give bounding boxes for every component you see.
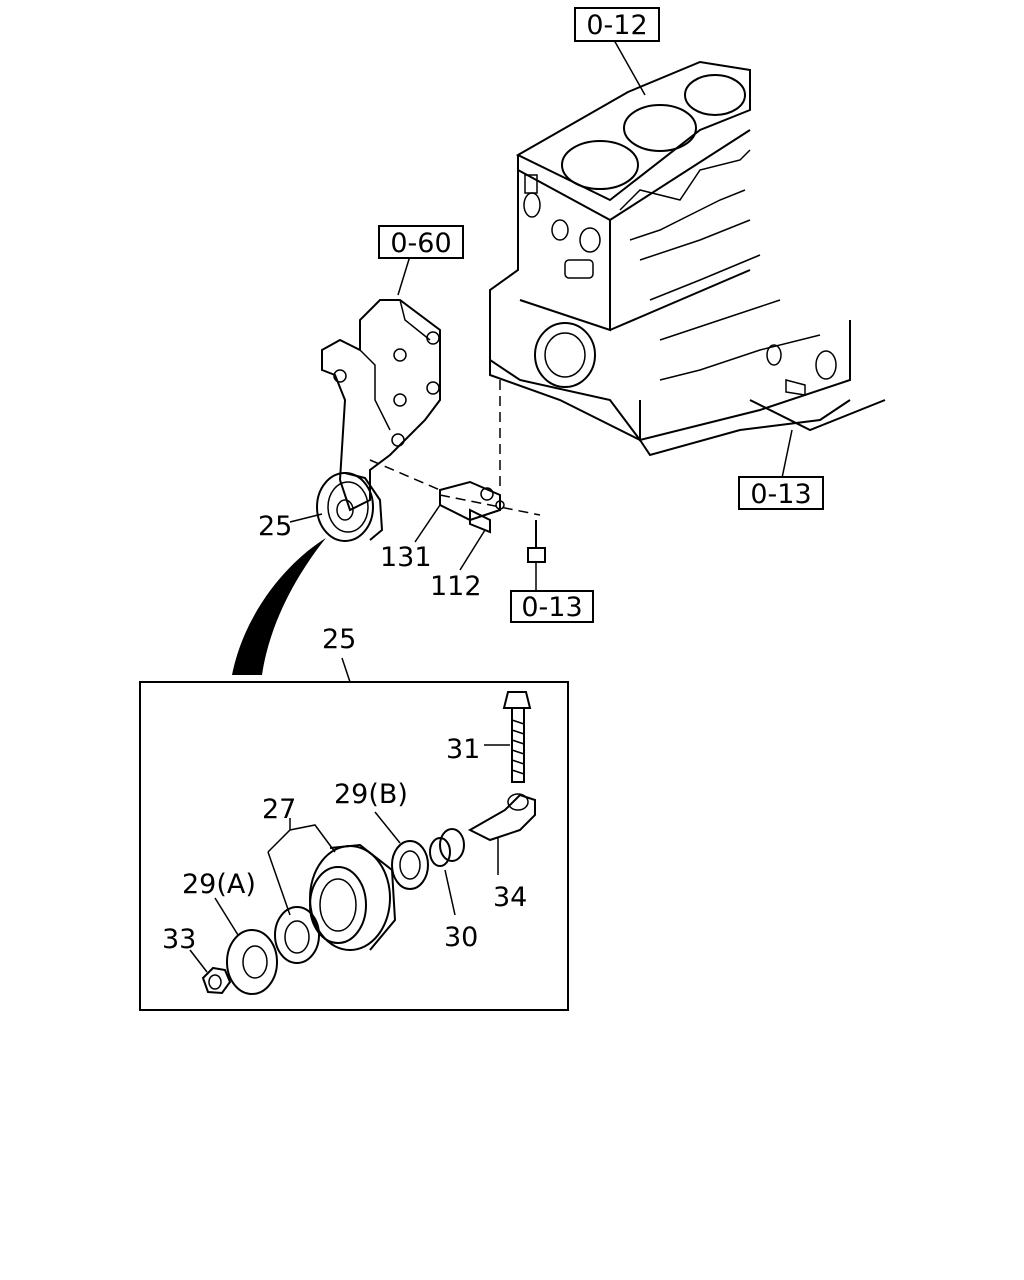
part-33-label: 33 [162, 924, 196, 955]
ref-0-60[interactable]: 0-60 [378, 225, 464, 259]
part-29a-label: 29(A) [182, 869, 256, 900]
ref-0-13-right[interactable]: 0-13 [738, 476, 824, 510]
leader-0-13-right [781, 429, 793, 479]
part-29b-label: 29(B) [334, 779, 408, 810]
detail-arrow [232, 538, 326, 675]
leader-25-detail [341, 657, 351, 683]
leader-0-12 [613, 39, 646, 96]
part-112-label: 112 [430, 571, 482, 602]
ref-0-13-bottom[interactable]: 0-13 [510, 590, 594, 623]
part-27-label: 27 [262, 794, 296, 825]
ref-0-12-label: 0-12 [586, 10, 647, 41]
ref-0-12[interactable]: 0-12 [574, 7, 660, 42]
part-25-label: 25 [258, 511, 292, 542]
ref-0-60-label: 0-60 [390, 228, 451, 259]
part-131-label: 131 [380, 542, 432, 573]
ref-0-13-right-label: 0-13 [750, 479, 811, 510]
tensioner-bracket-illustration [289, 255, 546, 593]
ref-0-13-bottom-label: 0-13 [521, 592, 582, 623]
part-25-detail-label: 25 [322, 624, 356, 655]
engine-block-illustration [489, 39, 886, 479]
part-30-label: 30 [444, 922, 478, 953]
pulley-assembly-exploded [189, 691, 536, 995]
part-34-label: 34 [493, 882, 527, 913]
part-31-label: 31 [446, 734, 480, 765]
